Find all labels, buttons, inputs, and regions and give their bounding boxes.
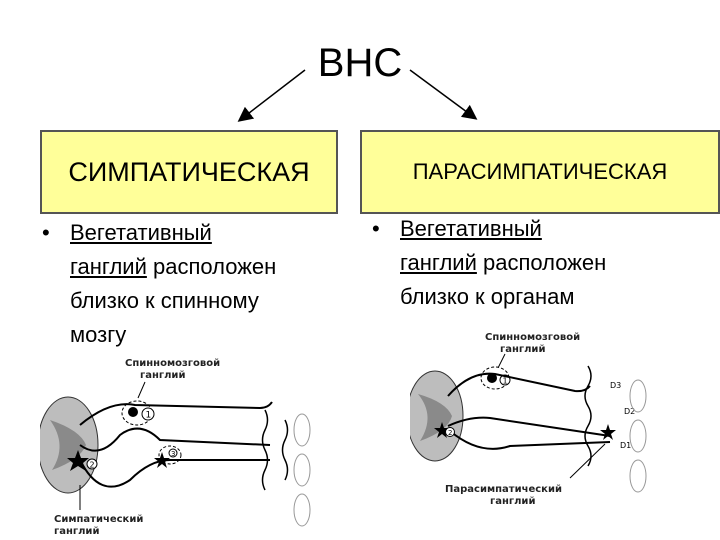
- spinal-ganglion-label-1: Спинномозговой: [485, 332, 580, 343]
- parasympathetic-fiber: [449, 430, 611, 450]
- efferent-fiber: [79, 427, 271, 452]
- d2-label: D2: [624, 407, 635, 416]
- d1-label: D1: [620, 441, 631, 450]
- marker-1: 1: [503, 377, 508, 386]
- sympathetic-diagram: Спинномозговой ганглий 1 2 3 Симпатическ…: [40, 358, 311, 537]
- neuron-body: [487, 373, 497, 383]
- bullet-line2-rest: расположен: [146, 254, 277, 279]
- sympathetic-ganglion-outline: [158, 445, 182, 465]
- sympathetic-fiber: [79, 459, 270, 488]
- parasympathetic-ganglion-label-1: Парасимпатический: [445, 484, 562, 495]
- bullet-line2-rest: расположен: [476, 250, 607, 275]
- spinal-ganglion-label-1: Спинномозговой: [125, 358, 220, 369]
- arrow-to-parasympathetic: [409, 69, 478, 120]
- marker-3-circle: [168, 448, 178, 458]
- d3-label: D3: [610, 381, 621, 390]
- label-pointer: [569, 443, 606, 479]
- parasympathetic-heading: ПАРАСИМПАТИЧЕСКАЯ: [412, 159, 668, 184]
- parasympathetic-diagram: Спинномозговой ганглий 1 2 D3 D2 D1 Пара…: [410, 332, 647, 507]
- effector-terminal: [261, 409, 269, 491]
- bullet-underlined-1: Вегетативный: [400, 216, 542, 241]
- parasympathetic-ganglion-star: [600, 424, 616, 440]
- bullet-line4: мозгу: [70, 322, 127, 347]
- effector-cell: [629, 379, 647, 413]
- effector-cell: [629, 459, 647, 493]
- marker-2: 2: [90, 461, 95, 470]
- slide-title: ВНС: [317, 41, 403, 85]
- marker-2: 2: [448, 429, 452, 437]
- bullet-underlined-2: ганглий: [70, 254, 147, 279]
- organ-wall: [584, 365, 592, 467]
- arrow-to-sympathetic: [237, 69, 306, 122]
- bullet-text: Вегетативный ганглий расположен близко к…: [70, 216, 342, 352]
- bullet-line3: близко к спинному: [70, 288, 259, 313]
- effector-cell: [293, 453, 311, 487]
- effector-cell: [629, 419, 647, 453]
- motor-neuron-star: [67, 450, 89, 471]
- parasympathetic-ganglion-label-2: ганглий: [490, 496, 535, 507]
- sympathetic-heading-box: СИМПАТИЧЕСКАЯ: [40, 130, 338, 214]
- bullet-line3: близко к органам: [400, 284, 575, 309]
- motor-neuron-star: [434, 422, 450, 438]
- bullet-underlined-2: ганглий: [400, 250, 477, 275]
- sympathetic-heading: СИМПАТИЧЕСКАЯ: [68, 156, 310, 187]
- gray-matter-shape: [418, 394, 452, 441]
- marker-3: 3: [171, 450, 175, 458]
- sympathetic-ganglion-label-1: Симпатический: [54, 514, 143, 525]
- parasympathetic-bullet: • Вегетативный ганглий расположен близко…: [372, 212, 702, 314]
- gray-matter-shape: [50, 420, 86, 470]
- effector-terminal: [281, 419, 289, 481]
- parasympathetic-heading-box: ПАРАСИМПАТИЧЕСКАЯ: [360, 130, 720, 214]
- sympathetic-bullet: • Вегетативный ганглий расположен близко…: [42, 216, 342, 352]
- bullet-marker: •: [372, 216, 380, 241]
- neuron-body: [128, 407, 138, 417]
- spinal-ganglion-label-2: ганглий: [500, 344, 545, 355]
- bullet-marker: •: [42, 220, 50, 245]
- label-pointer: [497, 353, 506, 369]
- marker-2-circle: [445, 427, 455, 437]
- efferent-fiber: [447, 416, 611, 437]
- label-pointer: [137, 381, 146, 399]
- sympathetic-ganglion-label-2: ганглий: [54, 526, 99, 537]
- marker-1-circle: [141, 407, 155, 421]
- effector-cell: [293, 413, 311, 447]
- bullet-text: Вегетативный ганглий расположен близко к…: [400, 212, 702, 314]
- marker-2-circle: [86, 458, 98, 470]
- bullet-underlined-1: Вегетативный: [70, 220, 212, 245]
- spinal-ganglion-label-2: ганглий: [140, 370, 185, 381]
- sympathetic-ganglion-star: [154, 452, 170, 468]
- effector-cell: [293, 493, 311, 527]
- afferent-fiber: [79, 401, 273, 426]
- afferent-fiber: [447, 372, 591, 397]
- marker-1: 1: [146, 411, 152, 421]
